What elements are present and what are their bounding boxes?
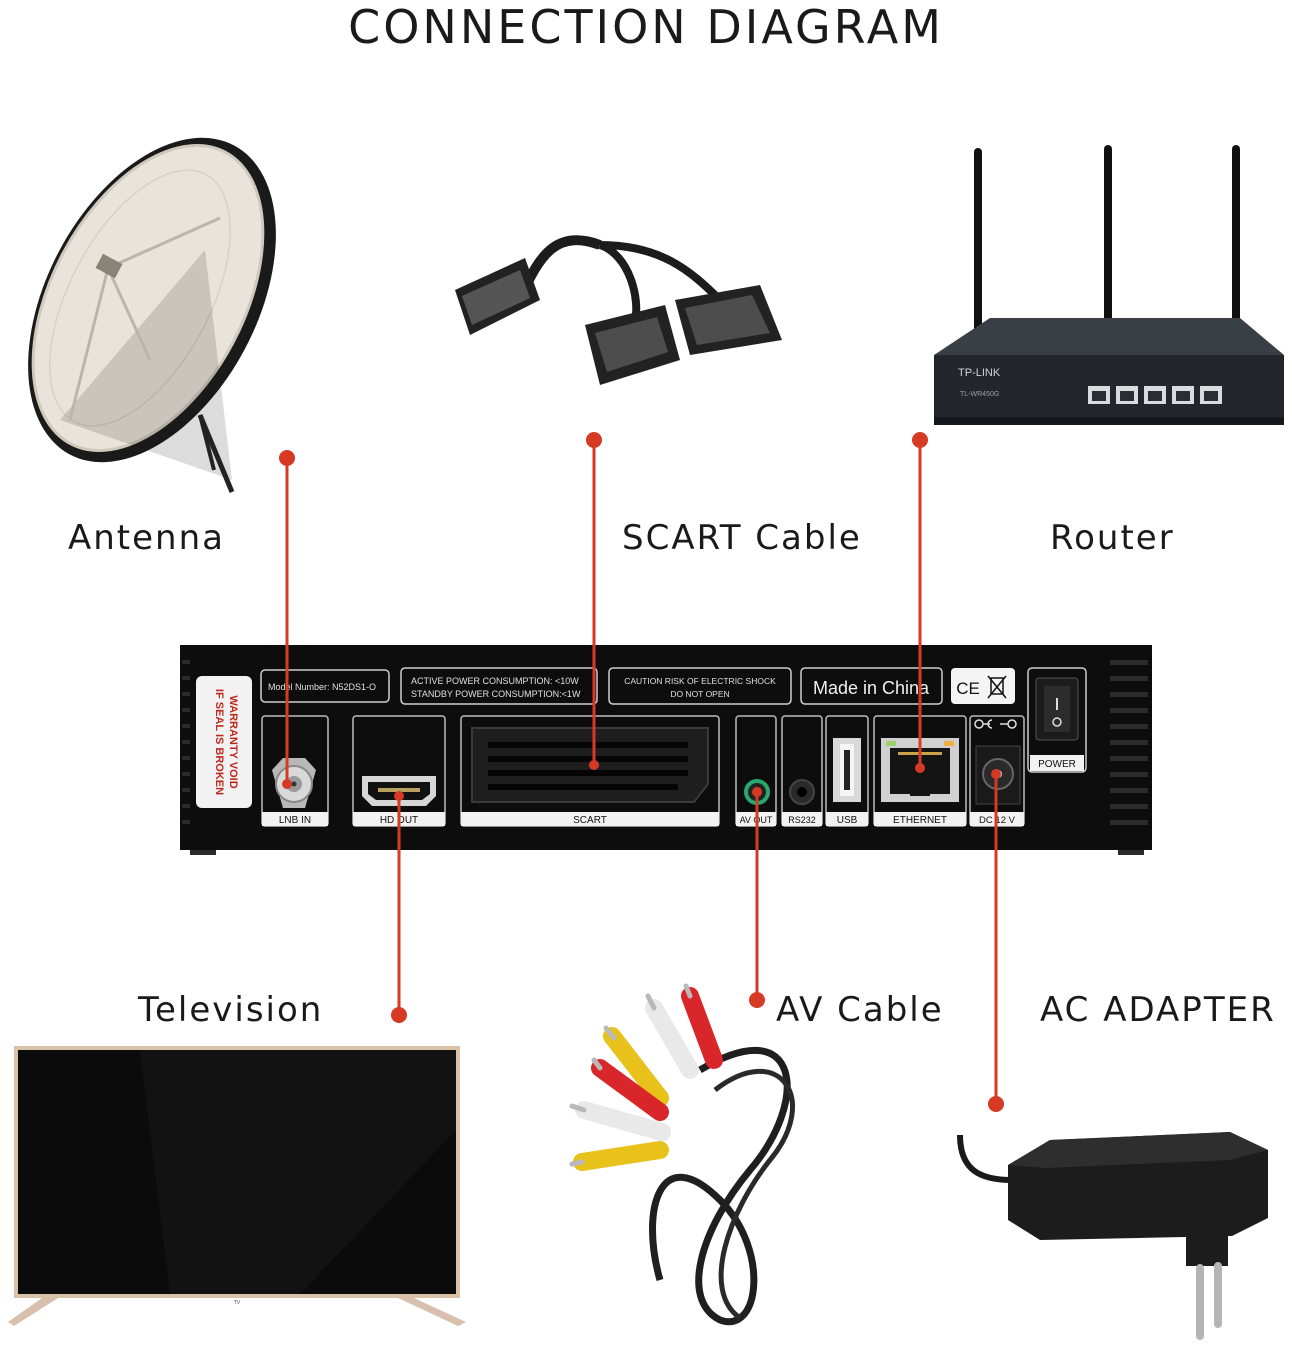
television-dot xyxy=(391,1007,407,1023)
ac-adapter-image xyxy=(957,1132,1268,1340)
power-active: ACTIVE POWER CONSUMPTION: <10W xyxy=(411,676,579,686)
caution-line2: DO NOT OPEN xyxy=(670,689,729,699)
router-brand: TP-LINK xyxy=(958,367,1001,379)
warranty-line1: WARRANTY VOID xyxy=(227,695,239,788)
router-dot xyxy=(912,432,928,448)
page-title: CONNECTION DIAGRAM xyxy=(348,0,944,54)
av-cable-label: AV Cable xyxy=(776,990,944,1030)
model-number: Model Number: N52DS1-O xyxy=(268,682,376,692)
antenna-image xyxy=(28,137,276,493)
scart-cable-image xyxy=(455,235,782,385)
connector-lines xyxy=(285,440,998,1104)
router-image: TP-LINK TL-WR450G xyxy=(934,145,1284,425)
ethernet-port-label: ETHERNET xyxy=(893,815,947,826)
antenna-label: Antenna xyxy=(68,518,225,558)
usb-port-label: USB xyxy=(837,815,858,826)
television-label: Television xyxy=(138,990,324,1030)
lnb-port-label: LNB IN xyxy=(279,815,311,826)
router-model: TL-WR450G xyxy=(960,391,999,398)
scart-cable-label: SCART Cable xyxy=(622,518,862,558)
warranty-seal xyxy=(196,676,252,808)
antenna-dot xyxy=(279,450,295,466)
av-dot xyxy=(749,992,765,1008)
connector-dots xyxy=(279,432,1004,1112)
scart-dot xyxy=(586,432,602,448)
warranty-line2: IF SEAL IS BROKEN xyxy=(213,689,225,795)
power-standby: STANDBY POWER CONSUMPTION:<1W xyxy=(411,689,581,699)
caution-line1: CAUTION RISK OF ELECTRIC SHOCK xyxy=(624,676,776,686)
av-cable-image xyxy=(569,983,795,1326)
ac-dot xyxy=(988,1096,1004,1112)
ac-adapter-label: AC ADAPTER xyxy=(1040,990,1276,1030)
svg-text:TV: TV xyxy=(233,1300,241,1306)
power-port-label: POWER xyxy=(1038,759,1076,770)
made-in-label: Made in China xyxy=(813,678,930,698)
receiver-back-panel: WARRANTY VOID IF SEAL IS BROKEN Model Nu… xyxy=(180,645,1152,855)
weee-bin-icon xyxy=(987,675,1007,699)
ce-mark: CE xyxy=(956,679,980,698)
router-label: Router xyxy=(1050,518,1175,558)
scart-port-label: SCART xyxy=(573,815,607,826)
television-image: TV xyxy=(8,1046,466,1326)
usb-socket xyxy=(833,738,861,802)
rs232-port-label: RS232 xyxy=(788,815,816,825)
